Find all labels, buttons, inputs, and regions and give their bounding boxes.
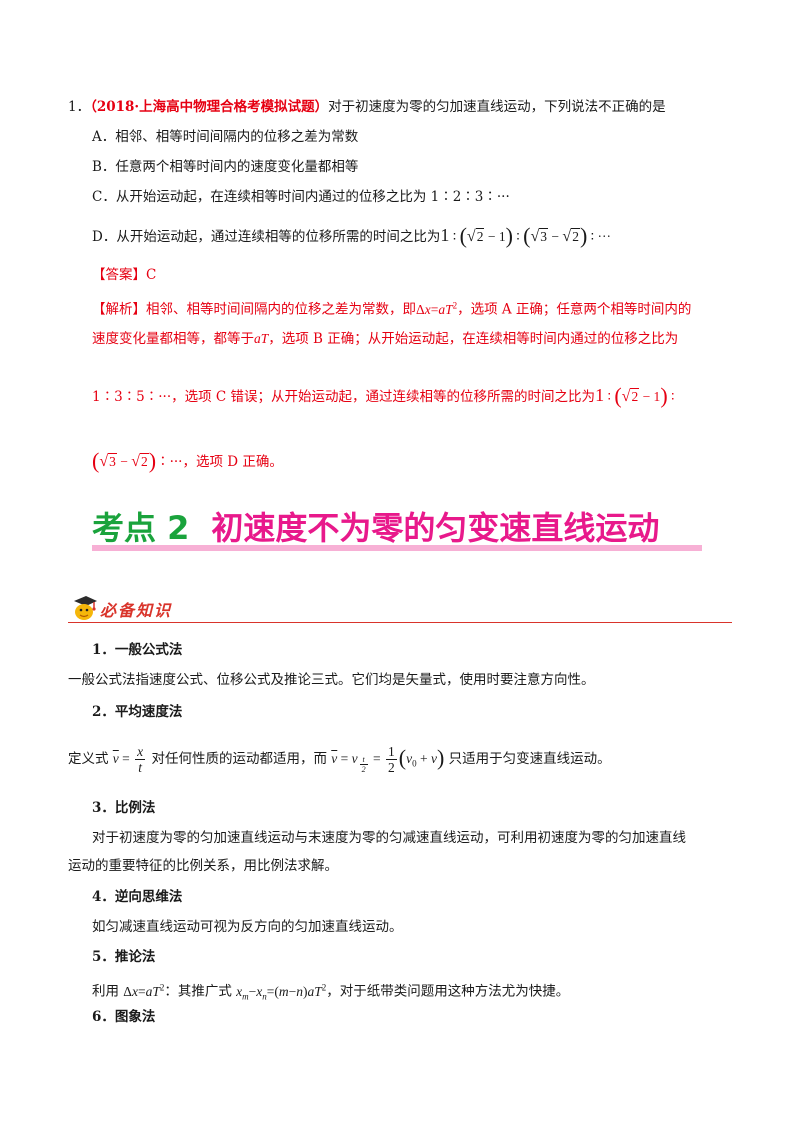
analysis-line-2: 速度变化量都相等，都等于aT，选项 B 正确；从开始运动起，在连续相等时间内通过… [92, 331, 679, 347]
question-source: （2018·上海高中物理合格考模拟试题） [90, 99, 329, 115]
badge-text: 必备知识 [100, 601, 173, 620]
analysis-formula-ratio-b: (√3 − √2) [92, 448, 157, 473]
formula-delta-x: Δx=aT2 [123, 982, 165, 999]
analysis-formula-dx: Δx=aT2 [416, 300, 458, 317]
item-2-heading: 2．平均速度法 [92, 704, 183, 720]
answer-line: 【答案】C [92, 265, 156, 285]
item-1-heading: 1．一般公式法 [92, 642, 183, 658]
answer-label: 【答案】 [92, 267, 146, 283]
item-3-text-cont: 运动的重要特征的比例关系，用比例法求解。 [68, 858, 338, 874]
option-b: B．任意两个相等时间内的速度变化量都相等 [92, 159, 359, 175]
heading-underline [92, 545, 702, 551]
badge-divider [68, 622, 732, 623]
option-a: A．相邻、相等时间间隔内的位移之差为常数 [92, 129, 359, 145]
analysis-formula-at: aT [254, 331, 269, 346]
analysis-line-4: (√3 − √2)∶···，选项 D 正确。 [92, 448, 283, 473]
analysis-formula-ratio-a: 1 ∶ (√2 − 1) ∶ [595, 383, 675, 408]
item-5-heading: 5．推论法 [92, 949, 156, 965]
option-d: D．从开始运动起，通过连续相等的位移所需的时间之比为1 ∶ (√2 − 1) ∶… [92, 225, 611, 247]
answer-value: C [146, 267, 157, 283]
item-3-text: 对于初速度为零的匀加速直线运动与末速度为零的匀减速直线运动，可利用初速度为零的匀… [92, 830, 686, 846]
question-number: 1． [68, 99, 91, 115]
item-5-text: 利用 Δx=aT2：其推广式 xm−xn=(m−n)aT2，对于纸带类问题用这种… [92, 982, 570, 1002]
section-heading: 考点 2 初速度不为零的匀变速直线运动 [92, 505, 702, 551]
item-3-heading: 3．比例法 [92, 800, 156, 816]
item-4-heading: 4．逆向思维法 [92, 889, 183, 905]
formula-general: xm−xn=(m−n)aT2 [236, 982, 327, 1002]
section-kaodian: 考点 2 [92, 509, 190, 547]
question-stem: 对于初速度为零的匀加速直线运动，下列说法不正确的是 [328, 99, 666, 115]
analysis-line-1: 【解析】相邻、相等时间间隔内的位移之差为常数，即Δx=aT2，选项 A 正确；任… [92, 300, 692, 318]
graduate-mascot-icon [74, 596, 97, 620]
item-1-text: 一般公式法指速度公式、位移公式及推论三式。它们均是矢量式，使用时要注意方向性。 [68, 672, 595, 688]
item-6-heading: 6．图象法 [92, 1009, 156, 1025]
item-4-text: 如匀减速直线运动可视为反方向的匀加速直线运动。 [92, 919, 403, 935]
question-line: 1．（2018·上海高中物理合格考模拟试题）对于初速度为零的匀加速直线运动，下列… [68, 97, 666, 117]
knowledge-badge: 必备知识 [70, 595, 180, 621]
option-d-formula: 1 ∶ (√2 − 1) ∶ (√3 − √2) ∶ ··· [440, 223, 612, 248]
analysis-label: 【解析】 [92, 301, 146, 318]
option-c: C．从开始运动起，在连续相等时间内通过的位移之比为 1∶2∶3∶··· [92, 189, 510, 205]
analysis-line-3: 1∶3∶5∶···，选项 C 错误；从开始运动起，通过连续相等的位移所需的时间之… [92, 383, 675, 408]
section-title: 初速度不为零的匀变速直线运动 [211, 509, 660, 547]
option-d-text: D．从开始运动起，通过连续相等的位移所需的时间之比为 [92, 229, 441, 245]
